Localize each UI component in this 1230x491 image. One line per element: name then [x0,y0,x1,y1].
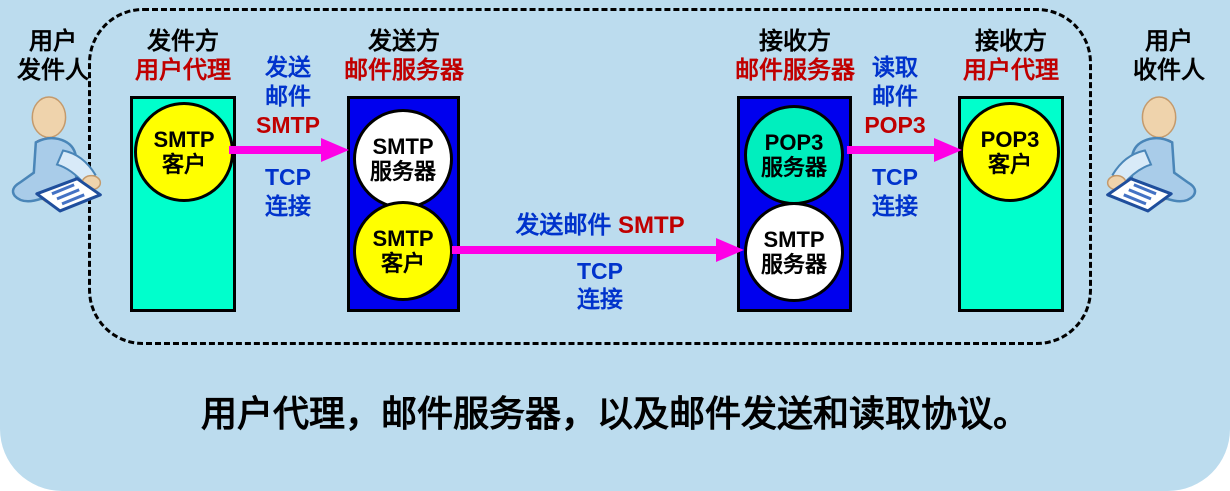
smtp-client-sending-line2: 客户 [380,251,425,276]
link2-protocol-label: SMTP [618,212,685,239]
receiving-server-subtitle: 邮件服务器 [735,57,855,84]
link2-action-text: 发送邮件 [515,212,612,239]
receiving-server-title: 接收方 [759,28,831,55]
send-mail-arrow-1 [229,138,349,162]
pop3-client-line1: POP3 [980,127,1040,152]
receiver-person-icon [1106,96,1197,213]
link1-action-label: 发送 邮件 SMTP [238,53,338,140]
link3-action-line1: 读取 [872,54,918,80]
sending-server-title: 发送方 [368,28,440,55]
sender-person-icon [11,96,102,213]
sender-ua-header: 发件方 用户代理 [121,27,245,85]
smtp-client-circle-ua: SMTP 客户 [134,102,234,202]
sender-ua-title: 发件方 [147,28,219,55]
smtp-server-circle-sending: SMTP 服务器 [353,109,453,209]
smtp-server-sending-line1: SMTP [372,134,434,159]
sender-user-label: 用户 发件人 [0,27,106,85]
read-mail-arrow [847,138,962,162]
receiving-server-header: 接收方 邮件服务器 [731,27,859,85]
link1-action-line1: 发送 [265,54,311,80]
smtp-server-receiving-line2: 服务器 [760,252,827,277]
link1-connection-label: 连接 [265,193,311,219]
smtp-server-receiving-line1: SMTP [763,227,825,252]
smtp-server-circle-receiving: SMTP 服务器 [744,202,844,302]
receiver-user-line2: 收件人 [1133,57,1205,84]
pop3-client-line2: 客户 [987,152,1032,177]
link3-protocol-label: POP3 [864,112,926,138]
smtp-client-sending-line1: SMTP [372,226,434,251]
send-mail-arrow-2 [452,238,744,262]
smtp-client-circle-sending: SMTP 客户 [353,201,453,301]
link1-transport-label: TCP 连接 [238,163,338,221]
sender-user-line2: 发件人 [17,57,89,84]
link2-tcp-label: TCP [577,258,623,284]
link3-tcp-label: TCP [872,164,918,190]
smtp-client-ua-line2: 客户 [161,152,206,177]
smtp-client-ua-line1: SMTP [153,127,215,152]
receiver-user-label: 用户 收件人 [1114,27,1224,85]
link2-action-label: 发送邮件 SMTP [470,211,730,240]
pop3-server-line2: 服务器 [760,155,827,180]
pop3-server-line1: POP3 [764,130,824,155]
smtp-server-sending-line2: 服务器 [369,159,436,184]
receiver-ua-subtitle: 用户代理 [963,57,1059,84]
sender-user-line1: 用户 [29,28,77,55]
link3-action-label: 读取 邮件 POP3 [845,53,945,140]
link2-connection-label: 连接 [577,286,623,312]
receiver-user-line1: 用户 [1145,28,1193,55]
pop3-server-circle: POP3 服务器 [744,105,844,205]
link3-transport-label: TCP 连接 [845,163,945,221]
figure-caption: 用户代理，邮件服务器，以及邮件发送和读取协议。 [200,393,1029,434]
sending-server-header: 发送方 邮件服务器 [341,27,467,85]
receiver-ua-title: 接收方 [975,28,1047,55]
link3-connection-label: 连接 [872,193,918,219]
receiver-ua-header: 接收方 用户代理 [948,27,1074,85]
link1-tcp-label: TCP [265,164,311,190]
sending-server-subtitle: 邮件服务器 [344,57,464,84]
pop3-client-circle: POP3 客户 [960,102,1060,202]
sender-ua-subtitle: 用户代理 [135,57,231,84]
link3-action-line2: 邮件 [872,83,918,109]
link1-protocol-label: SMTP [256,112,320,138]
link2-transport-label: TCP 连接 [540,257,660,313]
link1-action-line2: 邮件 [265,83,311,109]
